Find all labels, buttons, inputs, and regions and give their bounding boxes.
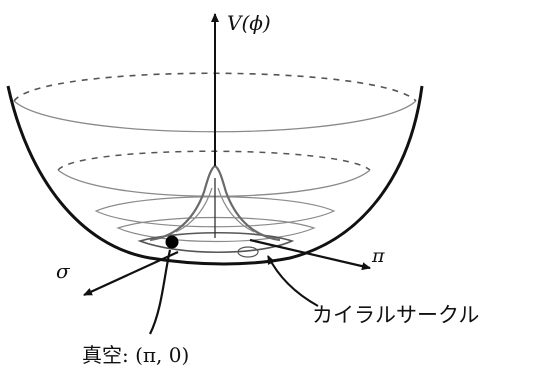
vacuum-leader-line xyxy=(149,249,172,335)
rim-middle-back xyxy=(57,150,371,171)
chiral-circle-ring xyxy=(137,231,295,253)
sigma-axis-arrow xyxy=(83,250,179,297)
ring-1 xyxy=(94,196,336,228)
vacuum-point xyxy=(165,235,179,249)
ring-bump xyxy=(237,246,259,258)
rim-middle-front xyxy=(57,169,371,197)
potential-axis-label: V(ϕ) xyxy=(227,11,271,35)
sigma-axis-label: σ xyxy=(56,259,71,283)
peak-inner-line-2 xyxy=(217,187,255,233)
bowl-outline xyxy=(6,85,424,266)
chiral-circle-leader-line xyxy=(267,255,319,307)
ring-2 xyxy=(116,216,316,243)
rim-upper-back xyxy=(13,72,417,102)
pi-axis-label: π xyxy=(371,245,385,267)
pi-axis-arrow xyxy=(249,238,371,271)
peak-inner-line xyxy=(175,187,213,233)
vacuum-label: 真空: (π, 0) xyxy=(82,343,189,367)
chiral-circle-label: カイラルサークル xyxy=(312,303,479,327)
